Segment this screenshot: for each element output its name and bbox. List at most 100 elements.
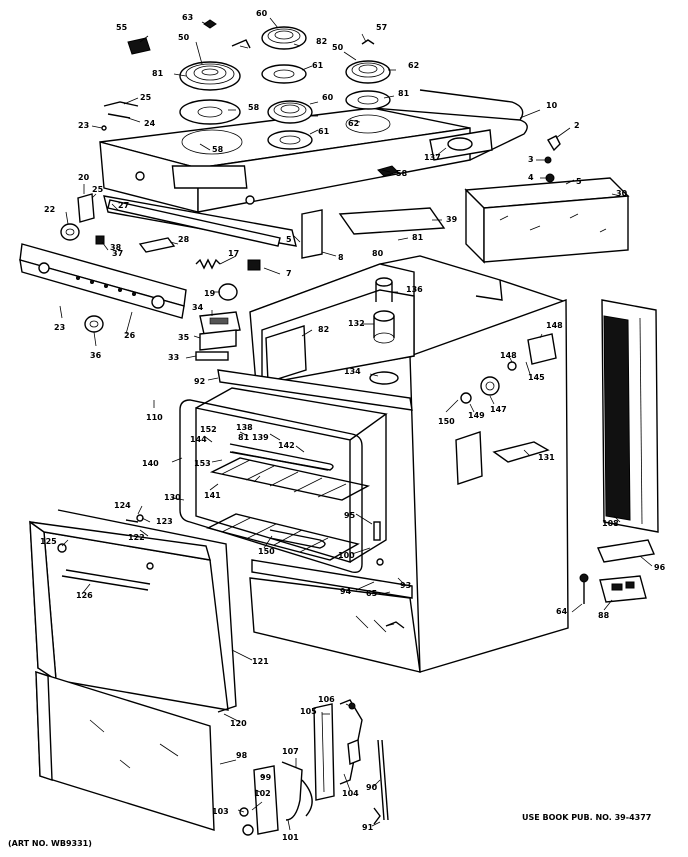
backguard-panel-30	[464, 177, 630, 264]
part-number-label: 120	[230, 719, 247, 728]
part-number-label: 98	[236, 751, 248, 760]
part-number-label: 22	[44, 205, 55, 214]
surface-unit-center	[267, 100, 313, 150]
part-number-label: 100	[338, 551, 355, 560]
use-book-publication-caption: USE BOOK PUB. NO. 39-4377	[522, 813, 651, 822]
part-number-label: 138	[236, 423, 253, 432]
part-number-label: 101	[282, 833, 299, 842]
part-number-label: 25	[92, 185, 104, 194]
part-number-label: 5	[286, 235, 292, 244]
part-number-label: 60	[256, 9, 268, 18]
part-number-label: 80	[372, 249, 384, 258]
part-number-label: 125	[40, 537, 57, 546]
part-number-label: 33	[168, 353, 179, 362]
part-number-label: 81	[152, 69, 164, 78]
part-number-label: 23	[54, 323, 65, 332]
part-number-label: 102	[254, 789, 271, 798]
part-number-label: 134	[344, 367, 361, 376]
part-number-label: 130	[164, 493, 181, 502]
part-number-label: 62	[348, 119, 359, 128]
part-number-label: 50	[332, 43, 344, 52]
part-number-label: 61	[318, 127, 330, 136]
part-number-label: 148	[500, 351, 517, 360]
part-number-label: 5	[576, 177, 582, 186]
part-number-label: 123	[156, 517, 173, 526]
part-number-label: 38	[110, 243, 122, 252]
part-number-label: 65	[366, 589, 378, 598]
door-hinges	[239, 699, 389, 836]
part-number-label: 30	[616, 189, 628, 198]
part-number-label: 90	[366, 783, 378, 792]
part-number-label: 25	[140, 93, 152, 102]
part-number-label: 149	[468, 411, 485, 420]
part-number-label: 124	[114, 501, 131, 510]
part-number-label: 121	[252, 657, 269, 666]
part-number-label: 58	[248, 103, 260, 112]
part-number-label: 106	[318, 695, 335, 704]
part-number-label: 96	[654, 563, 666, 572]
part-number-label: 26	[124, 331, 136, 340]
plate-39	[338, 207, 446, 235]
part-number-label: 137	[424, 153, 441, 162]
part-number-label: 105	[300, 707, 317, 716]
surface-unit-left	[179, 61, 243, 155]
part-number-label: 104	[342, 789, 359, 798]
part-number-label: 110	[146, 413, 163, 422]
part-number-label: 35	[178, 333, 190, 342]
part-number-label: 153	[194, 459, 211, 468]
part-number-label: 141	[204, 491, 221, 500]
part-number-label: 92	[194, 377, 205, 386]
part-number-label: 152	[200, 425, 217, 434]
part-number-label: 145	[528, 373, 545, 382]
part-number-label: 147	[490, 405, 507, 414]
part-number-label: 55	[116, 23, 128, 32]
part-number-label: 20	[78, 173, 90, 182]
part-number-label: 27	[118, 201, 129, 210]
part-number-label: 140	[142, 459, 159, 468]
part-number-label: 142	[278, 441, 295, 450]
part-number-label: 148	[546, 321, 563, 330]
part-number-label: 63	[182, 13, 193, 22]
part-number-label: 8	[338, 253, 344, 262]
part-number-label: 60	[322, 93, 334, 102]
part-number-label: 91	[362, 823, 374, 832]
oven-liner	[179, 387, 388, 574]
part-number-label: 3	[528, 155, 534, 164]
part-number-label: 122	[128, 533, 145, 542]
part-number-label: 150	[438, 417, 455, 426]
leader-lines	[59, 17, 653, 831]
part-number-label: 57	[376, 23, 387, 32]
part-number-label: 131	[538, 453, 555, 462]
part-number-label: 95	[344, 511, 356, 520]
part-number-label: 108	[602, 519, 619, 528]
part-number-label: 24	[144, 119, 156, 128]
bracket-8	[301, 209, 323, 259]
part-number-label: 136	[406, 285, 423, 294]
part-number-label: 28	[178, 235, 190, 244]
part-number-label: 58	[396, 169, 408, 178]
part-number-label: 99	[260, 773, 272, 782]
part-number-label: 107	[282, 747, 299, 756]
part-number-label: 50	[178, 33, 190, 42]
surface-unit-right	[345, 60, 391, 134]
part-number-label: 144	[190, 435, 207, 444]
range-cabinet	[217, 255, 569, 673]
part-number-label: 103	[212, 807, 229, 816]
part-number-label: 82	[316, 37, 327, 46]
side-trim-108	[601, 299, 659, 533]
art-number-caption: (ART NO. WB9331)	[8, 839, 92, 848]
part-number-label: 39	[446, 215, 458, 224]
part-number-label: 82	[318, 325, 329, 334]
part-number-label: 139	[252, 433, 269, 442]
part-number-label: 37	[112, 249, 123, 258]
part-number-label: 81	[412, 233, 424, 242]
part-number-label: 19	[204, 289, 216, 298]
knobs-and-switches	[60, 193, 281, 361]
surface-unit-top-center	[261, 26, 307, 84]
part-number-label: 81	[238, 433, 250, 442]
part-number-label: 150	[258, 547, 275, 556]
part-number-label: 58	[212, 145, 224, 154]
oven-door	[29, 509, 237, 831]
